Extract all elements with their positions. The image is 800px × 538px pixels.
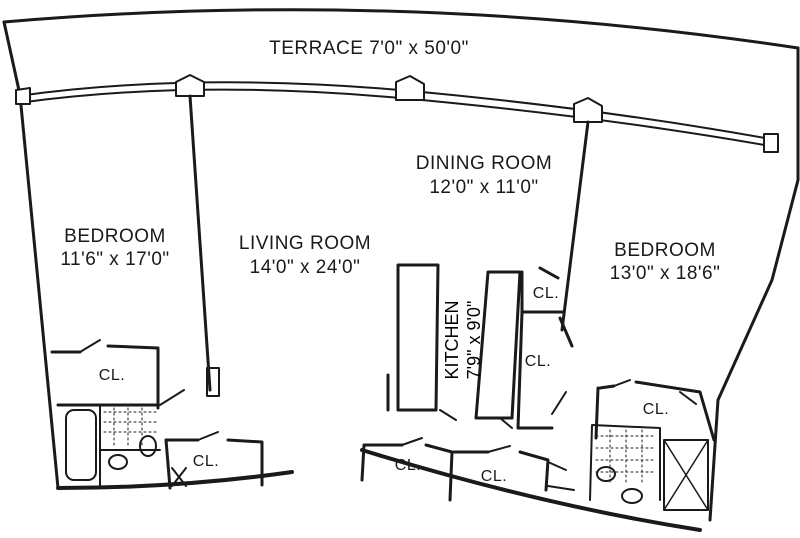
closet-small-door — [197, 431, 219, 441]
closet-left-walls — [50, 344, 160, 410]
wall-bedroom-living — [188, 94, 212, 392]
closet-label-bottom-a: CL. — [394, 457, 422, 474]
closet-bottom-b-door — [487, 445, 511, 453]
kitchen-name: KITCHEN — [442, 300, 462, 380]
shower-right-x — [663, 439, 709, 511]
closet-label-left: CL. — [98, 367, 126, 384]
dining-room-name: DINING ROOM — [415, 153, 553, 174]
toilet-left — [139, 435, 157, 457]
closet-label-dining: CL. — [532, 285, 560, 302]
closet-right-door — [613, 379, 697, 405]
closet-left-door — [79, 339, 101, 353]
closet-label-small: CL. — [192, 453, 220, 470]
closet-kitchen-right-walls — [516, 310, 574, 430]
closet-small-x — [171, 467, 187, 487]
outer-wall-bottom-right — [360, 448, 702, 532]
closet-bottom-b-walls — [452, 450, 550, 492]
bedroom-right-dims: 13'0" x 18'6" — [609, 263, 721, 284]
closet-label-bottom-b: CL. — [480, 468, 508, 485]
bathtub-left — [65, 409, 97, 481]
bath-left-tile — [103, 407, 159, 449]
bedroom-right-name: BEDROOM — [614, 240, 716, 261]
toilet-right — [621, 488, 643, 504]
kitchen-counter-right — [474, 270, 522, 420]
kitchen-doors — [439, 409, 513, 429]
closet-right-walls — [594, 380, 716, 442]
closet-label-right: CL. — [642, 401, 670, 418]
closet-label-kitchen-right: CL. — [524, 353, 552, 370]
terrace-columns — [15, 74, 779, 153]
living-room-name: LIVING ROOM — [238, 233, 372, 254]
bath-left-walls — [99, 404, 161, 489]
sink-left — [108, 454, 128, 470]
living-room-dims: 14'0" x 24'0" — [249, 257, 361, 278]
outer-wall-top — [2, 8, 800, 50]
shower-right — [663, 439, 709, 511]
sink-right — [596, 466, 616, 482]
bedroom-left-dims: 11'6" x 17'0" — [60, 249, 170, 270]
bath-left-door — [159, 389, 185, 406]
closet-bottom-a-door — [401, 437, 423, 446]
kitchen-dims: 7'9" x 9'0" — [464, 300, 484, 380]
closet-bottom-b-side — [547, 461, 575, 491]
bedroom-left-name: BEDROOM — [64, 226, 166, 247]
bath-right-walls — [589, 424, 661, 501]
bath-right-tile — [595, 429, 657, 483]
wall-dining-bedroom — [560, 120, 590, 332]
outer-wall-bottom-left — [56, 470, 294, 490]
closet-small-walls — [164, 438, 264, 490]
kitchen-counter-left — [396, 263, 440, 412]
closet-kitchen-right-door — [551, 391, 567, 415]
terrace-label: TERRACE 7'0" x 50'0" — [269, 38, 469, 59]
wall-column-left — [206, 367, 220, 397]
closet-bottom-a-walls — [360, 443, 454, 502]
dining-room-dims: 12'0" x 11'0" — [429, 177, 539, 198]
